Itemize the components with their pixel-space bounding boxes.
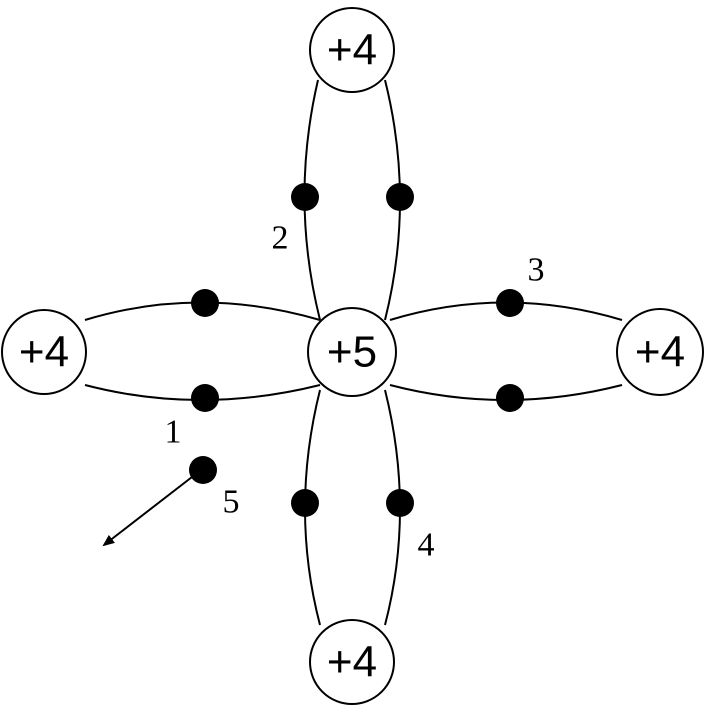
electron-right-bottom — [496, 384, 524, 412]
atom-right: +4 — [616, 308, 704, 396]
atom-bottom-label: +4 — [327, 638, 377, 687]
free-electron-arrow — [102, 476, 193, 547]
atoms: +4 +4 +5 +4 +4 — [1, 7, 704, 705]
atom-top: +4 — [309, 7, 395, 93]
electrons — [189, 183, 524, 517]
electron-top-left — [291, 183, 319, 211]
label-2: 2 — [272, 220, 289, 257]
atom-center-label: +5 — [327, 328, 377, 377]
electron-left-bottom — [191, 384, 219, 412]
electron-free — [189, 456, 217, 484]
label-5: 5 — [223, 484, 240, 521]
electron-top-right — [386, 183, 414, 211]
atom-bottom: +4 — [309, 619, 395, 705]
atom-left: +4 — [1, 309, 87, 395]
atom-left-label: +4 — [19, 328, 69, 377]
electron-left-top — [191, 289, 219, 317]
electron-labels: 1 2 3 4 5 — [165, 220, 545, 564]
atom-top-label: +4 — [327, 26, 377, 75]
electron-bottom-left — [291, 489, 319, 517]
label-1: 1 — [165, 414, 182, 451]
atom-center: +5 — [307, 307, 397, 397]
label-3: 3 — [528, 252, 545, 289]
label-4: 4 — [418, 527, 435, 564]
electron-bottom-right — [386, 489, 414, 517]
electron-right-top — [496, 289, 524, 317]
atom-right-label: +4 — [635, 328, 685, 377]
